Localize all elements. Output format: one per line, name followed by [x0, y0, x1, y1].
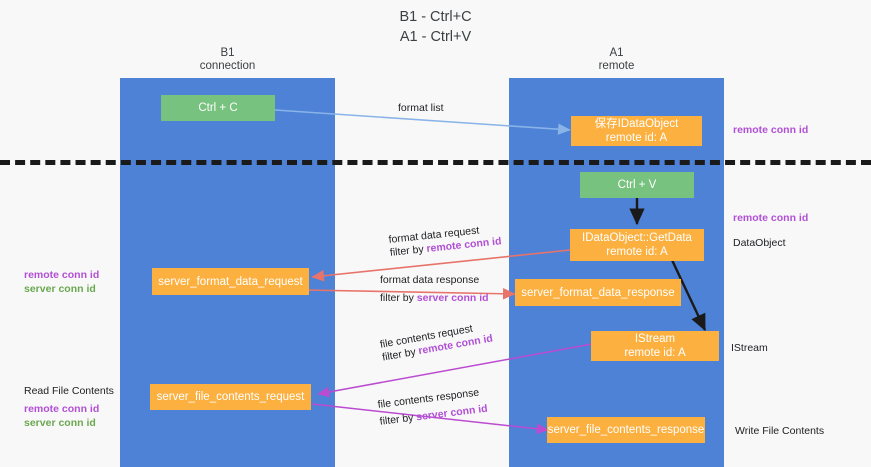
arrow-format-data-request [311, 249, 571, 282]
arrow-format-data-response [304, 288, 516, 300]
side-label-right-top-remote-conn-id: remote conn id [733, 124, 809, 136]
side-label-right-istream: IStream [731, 342, 768, 354]
section-divider [0, 160, 871, 165]
node-server-file-contents-response[interactable]: server_file_contents_response [547, 417, 705, 443]
side-label-right-write-file-contents: Write File Contents [735, 425, 825, 437]
arrow-getdata-to-istream [670, 259, 707, 332]
left-bottom-server-conn-id: server conn id [24, 417, 96, 429]
node-server-file-contents-request[interactable]: server_file_contents_request [150, 384, 311, 410]
side-label-left-bottom-conn-ids: remote conn id server conn id [24, 402, 99, 430]
node-server-format-data-response[interactable]: server_format_data_response [515, 279, 681, 306]
lane-title-b1: B1 connection [199, 47, 256, 72]
side-label-right-dataobject: DataObject [733, 237, 786, 249]
arrow-file-contents-request [317, 343, 593, 398]
side-label-left-mid-conn-ids: remote conn id server conn id [24, 268, 99, 296]
node-ctrl-c[interactable]: Ctrl + C [161, 95, 275, 121]
node-save-idataobject[interactable]: 保存IDataObject remote id: A [571, 116, 702, 146]
node-ctrl-v[interactable]: Ctrl + V [580, 172, 694, 198]
keyword-server-conn-id: server conn id [416, 292, 489, 304]
node-istream[interactable]: IStream remote id: A [591, 331, 719, 361]
node-server-format-data-request[interactable]: server_format_data_request [152, 268, 309, 295]
edge-label-format-data-response: format data response filter by server co… [380, 274, 489, 305]
page-title: B1 - Ctrl+C A1 - Ctrl+V [399, 9, 472, 45]
edge-label-format-data-response-filter: filter by server conn id [380, 292, 489, 304]
edge-label-format-list: format list [398, 102, 444, 114]
left-bottom-remote-conn-id: remote conn id [24, 403, 100, 415]
lane-title-a1: A1 remote [598, 47, 635, 72]
left-mid-remote-conn-id: remote conn id [24, 269, 100, 281]
arrow-file-contents-response [311, 403, 549, 435]
left-mid-server-conn-id: server conn id [24, 283, 96, 295]
node-idataobject-getdata[interactable]: IDataObject::GetData remote id: A [570, 229, 704, 261]
edge-label-format-data-response-main: format data response [380, 274, 480, 286]
side-label-left-read-file-contents: Read File Contents [24, 385, 114, 397]
arrow-format-list [274, 109, 571, 135]
side-label-right-mid-remote-conn-id: remote conn id [733, 212, 809, 224]
